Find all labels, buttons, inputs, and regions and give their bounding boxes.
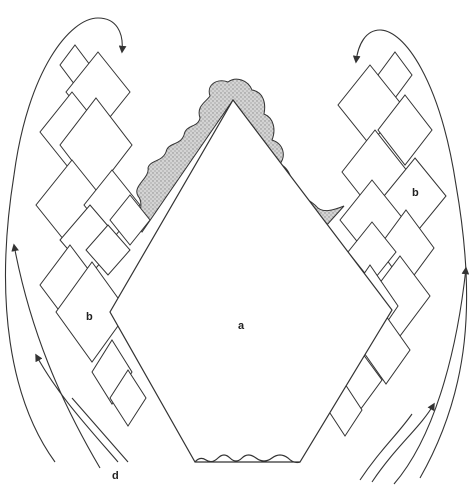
label-right-cluster: b xyxy=(412,188,419,199)
label-left-cluster: b xyxy=(86,312,93,323)
label-central-crystal: a xyxy=(238,321,244,332)
left-crystal-cluster xyxy=(36,45,150,426)
label-flow: d xyxy=(112,471,119,482)
